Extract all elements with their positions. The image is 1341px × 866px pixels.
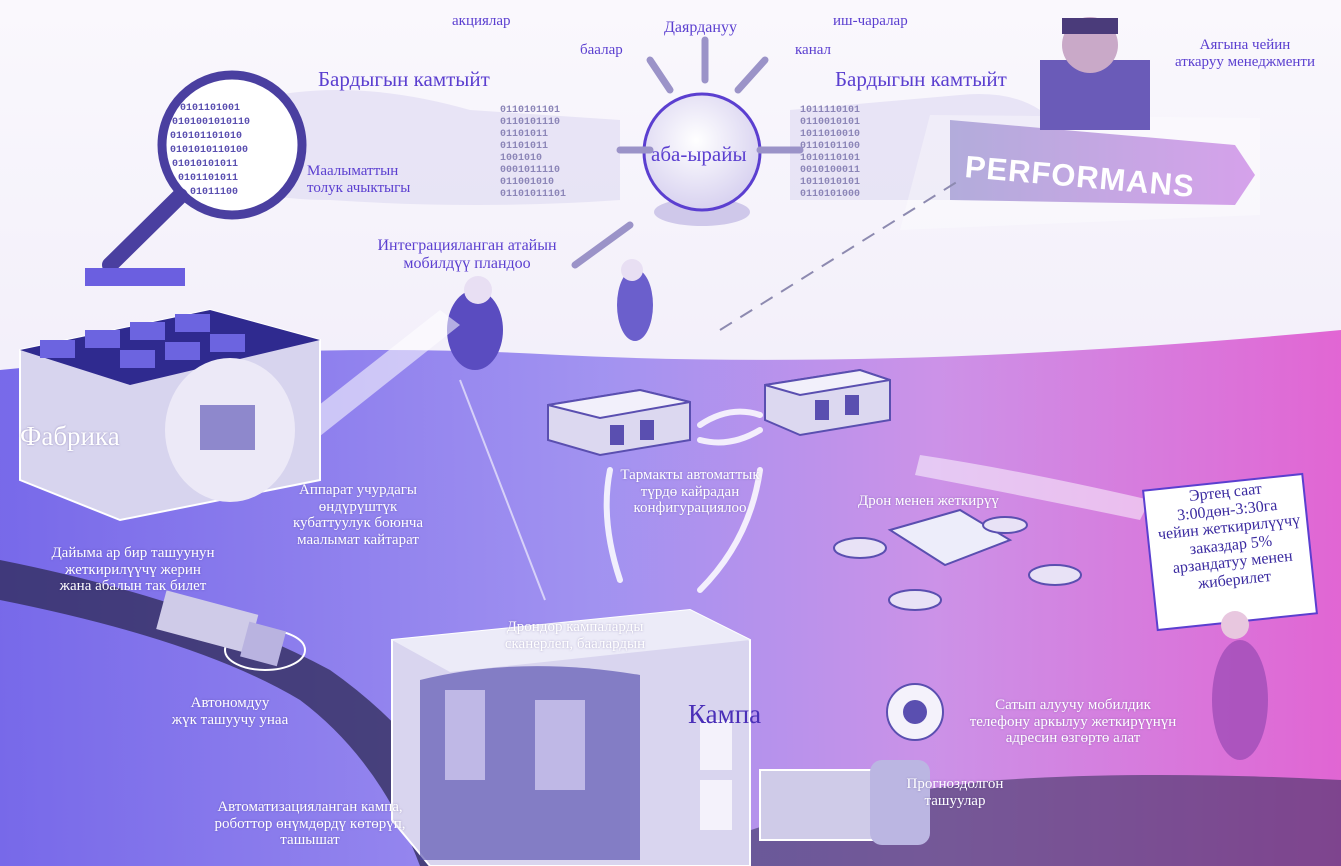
- customer-change-label: Сатып алуучу мобилдик телефону аркылуу ж…: [958, 697, 1188, 747]
- svg-text:0110101110: 0110101110: [500, 117, 560, 128]
- svg-text:0101001010110: 0101001010110: [172, 117, 250, 128]
- truck-tracking-line: Дайыма ар бир ташуунун: [51, 545, 215, 561]
- offer-card-text: Эртең саат 3:00дөн-3:30га чейин жеткирил…: [1145, 476, 1315, 598]
- svg-text:0110010101: 0110010101: [800, 117, 860, 128]
- factory-note: Аппарат учурдагы өндүрүштүк кубаттуулук …: [258, 482, 458, 548]
- input-shares: акциялар: [452, 13, 511, 29]
- delivery-drone: [833, 508, 1082, 611]
- customer-change-line: адресин өзгөртө алат: [1005, 730, 1141, 746]
- autonomous-truck-line: Автономдуу: [190, 695, 270, 711]
- svg-text:0110101000: 0110101000: [800, 189, 860, 200]
- integrated-planning-label: Интеграцияланган атайын мобилдүү пландоо: [352, 237, 582, 272]
- input-channel: канал: [795, 42, 832, 58]
- svg-text:0110101100: 0110101100: [800, 141, 860, 152]
- factory-note-line: өндүрүштүк: [318, 498, 398, 515]
- svg-text:01010101011: 01010101011: [172, 159, 238, 170]
- svg-text:1010110101: 1010110101: [800, 153, 860, 164]
- integrated-planning-line: мобилдүү пландоо: [403, 254, 531, 272]
- all-inclusive-left: Бардыгын камтыйт: [318, 67, 490, 91]
- warehouse-title: Кампа: [688, 699, 762, 729]
- svg-text:0001011110: 0001011110: [500, 165, 560, 176]
- predicted-shipments-line: ташуулар: [924, 792, 986, 809]
- input-arrows: [571, 36, 804, 269]
- main-warehouse: [391, 608, 751, 866]
- svg-text:0010100011: 0010100011: [800, 165, 860, 176]
- integrated-planning-line: Интеграцияланган атайын: [377, 237, 557, 254]
- end-to-end-line: Аягына чейин: [1199, 37, 1291, 53]
- svg-text:01101011: 01101011: [500, 129, 548, 140]
- predicted-delivery-truck: [759, 683, 944, 845]
- input-prices: баалар: [580, 42, 623, 58]
- network-reconfig-label: Тармакты автоматтык түрдө кайрадан конфи…: [600, 467, 780, 517]
- reconfig-arrows: [603, 408, 763, 593]
- offer-card-shape: [915, 455, 1318, 632]
- automated-warehouse-label: Автоматизацияланган кампа, роботтор өнүм…: [190, 799, 430, 849]
- svg-text:0101101011: 0101101011: [178, 173, 238, 184]
- input-events: иш-чаралар: [833, 13, 908, 29]
- data-transparency-line: Маалыматтын: [307, 163, 399, 179]
- svg-text:01011100: 01011100: [190, 187, 238, 198]
- network-reconfig-line: Тармакты автоматтык: [620, 467, 760, 483]
- drone-scan-line: сканерлеп, баалардын: [504, 635, 646, 652]
- input-readiness: Даярдануу: [664, 19, 737, 36]
- network-warehouses: [547, 368, 891, 457]
- svg-text:010101101010: 010101101010: [170, 131, 242, 142]
- planners-figures: [447, 259, 653, 370]
- factory-note-line: маалымат кайтарат: [297, 531, 419, 548]
- customer-change-line: Сатып алуучу мобилдик: [995, 697, 1151, 713]
- automated-warehouse-line: ташышат: [280, 832, 340, 848]
- customer-change-line: телефону аркылуу жеткирүүнүн: [969, 713, 1177, 730]
- factory-building: [19, 308, 321, 522]
- predicted-shipments-line: Прогноздолгон: [906, 776, 1004, 792]
- data-stream-left: [220, 90, 620, 205]
- signal-beam: [300, 310, 460, 440]
- magnifier-icon: 0101101001 0101001010110 010101101010 01…: [85, 70, 307, 286]
- network-reconfig-line: түрдө кайрадан: [640, 483, 740, 500]
- all-inclusive-right: Бардыгын камтыйт: [835, 67, 1007, 91]
- autonomous-truck-label: Автономдуу жүк ташуучу унаа: [150, 695, 310, 728]
- divider-line: [459, 379, 546, 601]
- svg-text:0101101001: 0101101001: [180, 103, 240, 114]
- svg-text:1001010: 1001010: [500, 153, 542, 164]
- drone-delivery-label: Дрон менен жеткирүү: [858, 493, 999, 509]
- customer-figure: [1212, 611, 1268, 760]
- end-to-end-label: Аягына чейин аткаруу менеджменти: [1150, 37, 1340, 70]
- svg-text:1011010101: 1011010101: [800, 177, 860, 188]
- automated-warehouse-line: роботтор өнүмдөрдү көтөрүп,: [214, 815, 406, 832]
- road-right: [660, 775, 1341, 866]
- predicted-shipments-label: Прогноздолгон ташуулар: [895, 776, 1015, 809]
- performance-banner-shape: [900, 115, 1260, 230]
- svg-text:0101010110100: 0101010110100: [170, 145, 248, 156]
- autonomous-truck: [156, 590, 306, 671]
- svg-text:011001010: 011001010: [500, 177, 554, 188]
- manager-figure: [1040, 17, 1150, 130]
- drone-scan-label: Дрондор кампаларды сканерлеп, баалардын: [460, 619, 690, 652]
- binary-digits: 0110101101 0110101110 01101011 01101011 …: [500, 105, 860, 200]
- data-transparency-label: Маалыматтын толук ачыктыгы: [307, 163, 410, 196]
- end-to-end-line: аткаруу менеджменти: [1175, 53, 1315, 70]
- network-reconfig-line: конфигурациялоо: [633, 500, 747, 516]
- factory-title: Фабрика: [20, 421, 120, 451]
- svg-text:1011010010: 1011010010: [800, 129, 860, 140]
- weather-label: аба-ырайы: [651, 142, 747, 166]
- svg-text:1011110101: 1011110101: [800, 105, 860, 116]
- truck-tracking-line: жеткирилүүчү жерин: [65, 561, 201, 578]
- svg-text:01101011: 01101011: [500, 141, 548, 152]
- automated-warehouse-line: Автоматизацияланган кампа,: [217, 799, 403, 815]
- drone-scan-line: Дрондор кампаларды: [506, 619, 644, 635]
- data-transparency-line: толук ачыктыгы: [307, 179, 411, 196]
- svg-text:01101011101: 01101011101: [500, 189, 566, 200]
- truck-tracking-label: Дайыма ар бир ташуунун жеткирилүүчү жери…: [18, 545, 248, 595]
- truck-tracking-line: жана абалын так билет: [59, 578, 207, 594]
- factory-note-line: Аппарат учурдагы: [299, 482, 417, 498]
- svg-text:0110101101: 0110101101: [500, 105, 560, 116]
- autonomous-truck-line: жүк ташуучу унаа: [171, 711, 289, 728]
- ground: [0, 330, 1341, 866]
- factory-note-line: кубаттуулук боюнча: [292, 515, 424, 531]
- crystal-ball-icon: [642, 92, 762, 226]
